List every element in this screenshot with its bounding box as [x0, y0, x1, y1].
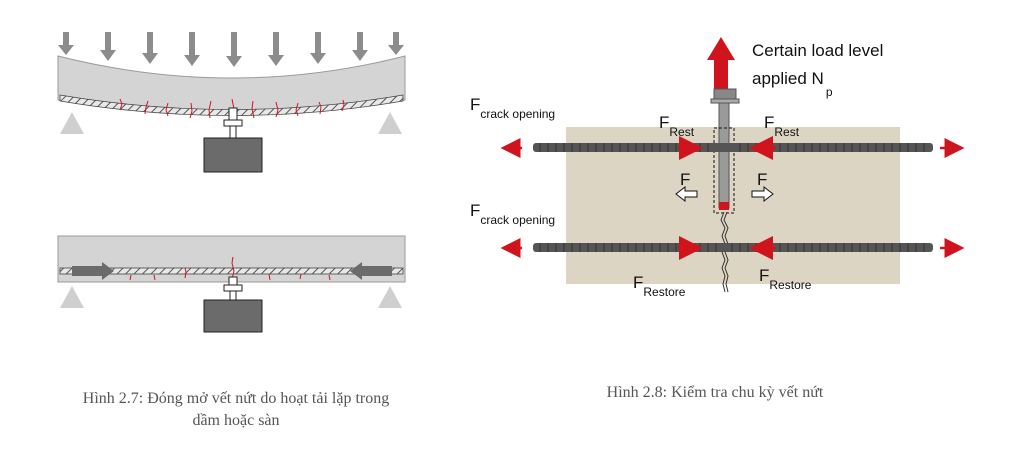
left-support: [60, 112, 84, 134]
f-restore-right-label: FRestore: [759, 266, 812, 292]
fig27-top-beam-diagram: [57, 32, 406, 173]
rest-restore-arrows: [678, 136, 776, 260]
left-support: [60, 286, 84, 308]
applied-np-label: applied Np: [752, 69, 833, 99]
anchor-head: [228, 276, 238, 286]
right-support: [378, 286, 402, 308]
crack-opening-bottom-subscript: crack opening: [480, 213, 555, 227]
lower-rebar: [533, 243, 933, 252]
load-arrow: [226, 32, 242, 67]
fig27-bottom-beam-diagram: [57, 235, 406, 333]
applied-np-subscript: p: [826, 85, 833, 99]
anchor-head: [228, 107, 238, 121]
f-restore-left-subscript: Restore: [643, 285, 685, 299]
crack-opening-top-subscript: crack opening: [480, 107, 555, 121]
applied-load-arrow: [707, 37, 735, 90]
distributed-load-arrows: [58, 32, 404, 67]
f-right-label: F: [757, 170, 767, 189]
anchor-plate: [223, 284, 243, 292]
load-arrow: [184, 32, 200, 66]
fig28-crack-cycling-diagram: Certain load level applied Np Fcrack ope…: [470, 37, 965, 299]
applied-np-main: applied N: [752, 69, 824, 88]
load-level-label: Certain load level: [752, 41, 883, 60]
f-rest-left-main: F: [659, 113, 669, 132]
concrete-block: [566, 127, 900, 284]
load-arrow: [388, 32, 404, 55]
load-arrow: [352, 32, 368, 61]
f-restore-right-subscript: Restore: [769, 278, 811, 292]
f-restore-left-main: F: [633, 273, 643, 292]
right-support: [378, 112, 402, 134]
left-pointing-arrow: [350, 262, 392, 280]
anchor-plate: [223, 119, 243, 127]
f-left-hollow-arrow: [675, 185, 698, 203]
load-arrow: [268, 32, 284, 66]
crack-opening-bottom-label: Fcrack opening: [470, 201, 555, 227]
figure-2-8-caption: Hình 2.8: Kiểm tra chu kỳ vết nứt: [606, 384, 824, 401]
crack-opening-top-label: Fcrack opening: [470, 95, 555, 121]
figure-2-7-caption-line1: Hình 2.7: Đóng mở vết nứt do hoạt tải lặ…: [82, 390, 390, 407]
anchor-tip: [719, 202, 729, 210]
crack-lines: [119, 98, 345, 120]
right-pointing-arrow: [72, 262, 114, 280]
load-arrow: [310, 32, 326, 64]
anchor-rod: [229, 125, 237, 139]
f-rest-right-label: FRest: [764, 113, 800, 139]
f-rest-left-subscript: Rest: [669, 125, 694, 139]
f-left-label: F: [680, 170, 690, 189]
anchor-nut: [713, 88, 737, 100]
load-arrow: [142, 32, 158, 64]
upper-rebar: [533, 143, 933, 152]
anchor-washer: [710, 98, 740, 104]
f-rest-left-label: FRest: [659, 113, 695, 139]
hanging-load-box: [203, 137, 263, 173]
figure-2-7-caption-line2: dầm hoặc sàn: [192, 412, 280, 429]
rebar-band: [59, 267, 404, 275]
straight-beam: [57, 235, 406, 283]
figure-2-7-caption: Hình 2.7: Đóng mở vết nứt do hoạt tải lặ…: [40, 388, 432, 432]
f-restore-right-main: F: [759, 266, 769, 285]
crack-opening-arrows: [500, 138, 965, 258]
crack-lines: [129, 256, 331, 281]
compression-arrows: [72, 262, 392, 280]
f-rest-right-main: F: [764, 113, 774, 132]
crack-opening-bottom-main: F: [470, 201, 480, 220]
anchor-rod: [718, 102, 730, 209]
load-arrow: [100, 32, 116, 61]
hanging-load-box: [203, 299, 263, 333]
f-restore-left-label: FRestore: [633, 273, 686, 299]
f-right-hollow-arrow: [751, 185, 774, 203]
load-arrow: [58, 32, 74, 55]
crack-opening-top-main: F: [470, 95, 480, 114]
f-rest-right-subscript: Rest: [774, 125, 799, 139]
